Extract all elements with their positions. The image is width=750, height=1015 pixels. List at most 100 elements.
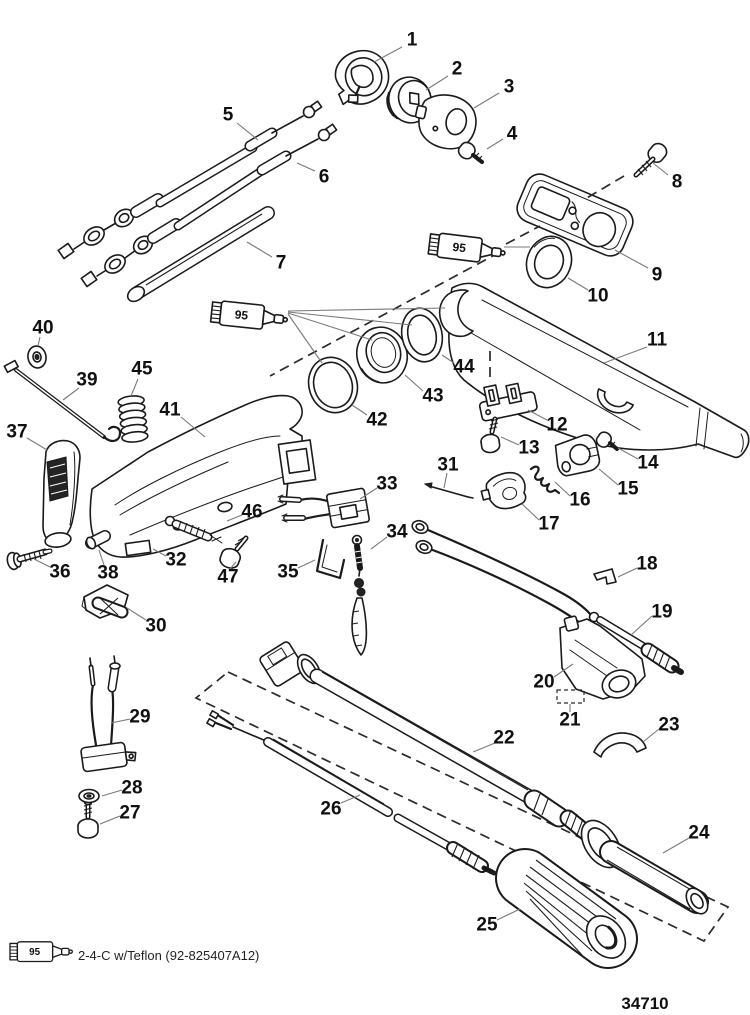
- callout-33: 33: [376, 474, 397, 495]
- leader-line-5: [236, 122, 259, 141]
- part-9-tiller-cover-plate: [516, 173, 634, 257]
- part-10-grommet-ring: [525, 235, 573, 289]
- leader-line-23: [642, 728, 660, 743]
- part-22-steering-shaft: [259, 641, 570, 828]
- callout-8: 8: [672, 172, 683, 193]
- callout-35: 35: [277, 562, 299, 583]
- callout-41: 41: [159, 400, 181, 421]
- part-11-tiller-arm: [438, 282, 750, 459]
- callout-16: 16: [569, 490, 590, 511]
- grease-application-lines: [269, 175, 625, 379]
- grease-tube-icon-b: 95: [209, 299, 290, 333]
- leader-line-46: [226, 514, 243, 522]
- leader-line-27: [99, 815, 121, 825]
- leader-line-47: [229, 561, 237, 570]
- callout-23: 23: [658, 715, 679, 736]
- callout-38: 38: [97, 563, 118, 584]
- callout-45: 45: [131, 359, 153, 380]
- leader-line-40: [37, 336, 41, 347]
- legend: 95 2-4-C w/Teflon (92-825407A12): [9, 941, 259, 963]
- leader-line-38: [98, 549, 105, 566]
- leader-line-43: [404, 374, 424, 392]
- leader-line-33: [359, 487, 378, 500]
- leader-line-25: [496, 908, 521, 921]
- callout-21: 21: [559, 710, 581, 731]
- part-47-screw: [219, 535, 249, 569]
- part-26-throttle-cable: [206, 709, 497, 876]
- grease-tube-a-label: 95: [452, 240, 467, 256]
- leader-line-13: [500, 436, 520, 446]
- callout-3: 3: [504, 77, 515, 98]
- part-13-screw: [480, 416, 501, 454]
- leader-line-1: [373, 46, 403, 63]
- leader-line-44: [441, 354, 455, 364]
- callout-27: 27: [119, 803, 140, 824]
- leader-line-4: [486, 138, 504, 150]
- callout-5: 5: [223, 105, 234, 126]
- part-16-spring: [529, 465, 561, 495]
- part-32-pad: [124, 539, 152, 557]
- callout-13: 13: [518, 438, 539, 459]
- leader-line-37: [26, 437, 48, 451]
- leader-line-35: [297, 559, 316, 569]
- part-30-clamp: [81, 584, 129, 619]
- part-23-wear-strip: [593, 732, 647, 758]
- part-17-friction-knob: [480, 471, 527, 510]
- part-43-bushing-sleeve: [355, 326, 409, 384]
- leader-line-6: [296, 162, 316, 172]
- leader-line-41: [180, 416, 206, 438]
- leader-line-34: [370, 536, 388, 550]
- callout-11: 11: [647, 330, 668, 351]
- callout-2: 2: [452, 59, 463, 80]
- part-6-throttle-cable-lower: [80, 123, 338, 288]
- leader-line-10: [567, 277, 589, 291]
- leader-line-11: [603, 346, 648, 364]
- leader-line-16: [554, 481, 571, 497]
- part-24-throttle-shaft: [559, 809, 709, 915]
- leader-line-42: [351, 404, 368, 416]
- callout-34: 34: [386, 522, 408, 543]
- part-4-screw: [457, 141, 484, 164]
- part-37-shift-lever: [42, 439, 81, 548]
- callout-36: 36: [49, 562, 70, 583]
- callout-10: 10: [587, 286, 608, 307]
- callout-42: 42: [366, 410, 387, 431]
- leader-line-30: [126, 607, 147, 621]
- callout-14: 14: [637, 453, 659, 474]
- leader-line-2: [425, 75, 449, 91]
- leader-line-32: [152, 548, 167, 557]
- part-44-washer-ring: [400, 307, 444, 363]
- drawing-number: 34710: [621, 994, 668, 1013]
- leader-line-8: [652, 162, 669, 176]
- callout-7: 7: [276, 253, 287, 274]
- callout-31: 31: [437, 455, 459, 476]
- callout-6: 6: [319, 167, 330, 188]
- leader-line-24: [662, 837, 690, 854]
- part-5-throttle-cable-upper: [57, 100, 323, 260]
- part-15-clamp-block: [554, 434, 601, 477]
- leader-line-26: [340, 794, 361, 804]
- part-20-cable-bracket: [559, 615, 646, 700]
- callout-40: 40: [32, 318, 53, 339]
- part-31-pin: [423, 482, 474, 499]
- callout-29: 29: [129, 707, 150, 728]
- callout-9: 9: [652, 265, 663, 286]
- callout-39: 39: [76, 370, 97, 391]
- callout-47: 47: [217, 567, 238, 588]
- callout-44: 44: [453, 357, 475, 378]
- legend-tube-label: 95: [29, 947, 40, 958]
- leader-line-18: [617, 567, 638, 578]
- part-14-screw: [595, 431, 619, 451]
- part-8-screw: [633, 142, 668, 178]
- leader-line-9: [614, 249, 649, 269]
- callout-12: 12: [546, 415, 567, 436]
- leader-line-14: [617, 447, 639, 460]
- dashed-assembly-outline: [194, 671, 730, 943]
- leader-line-15: [598, 468, 619, 486]
- leader-line-28: [101, 789, 123, 797]
- callout-17: 17: [538, 514, 559, 535]
- callout-4: 4: [507, 124, 518, 145]
- part-21-pad-outline: [556, 689, 585, 704]
